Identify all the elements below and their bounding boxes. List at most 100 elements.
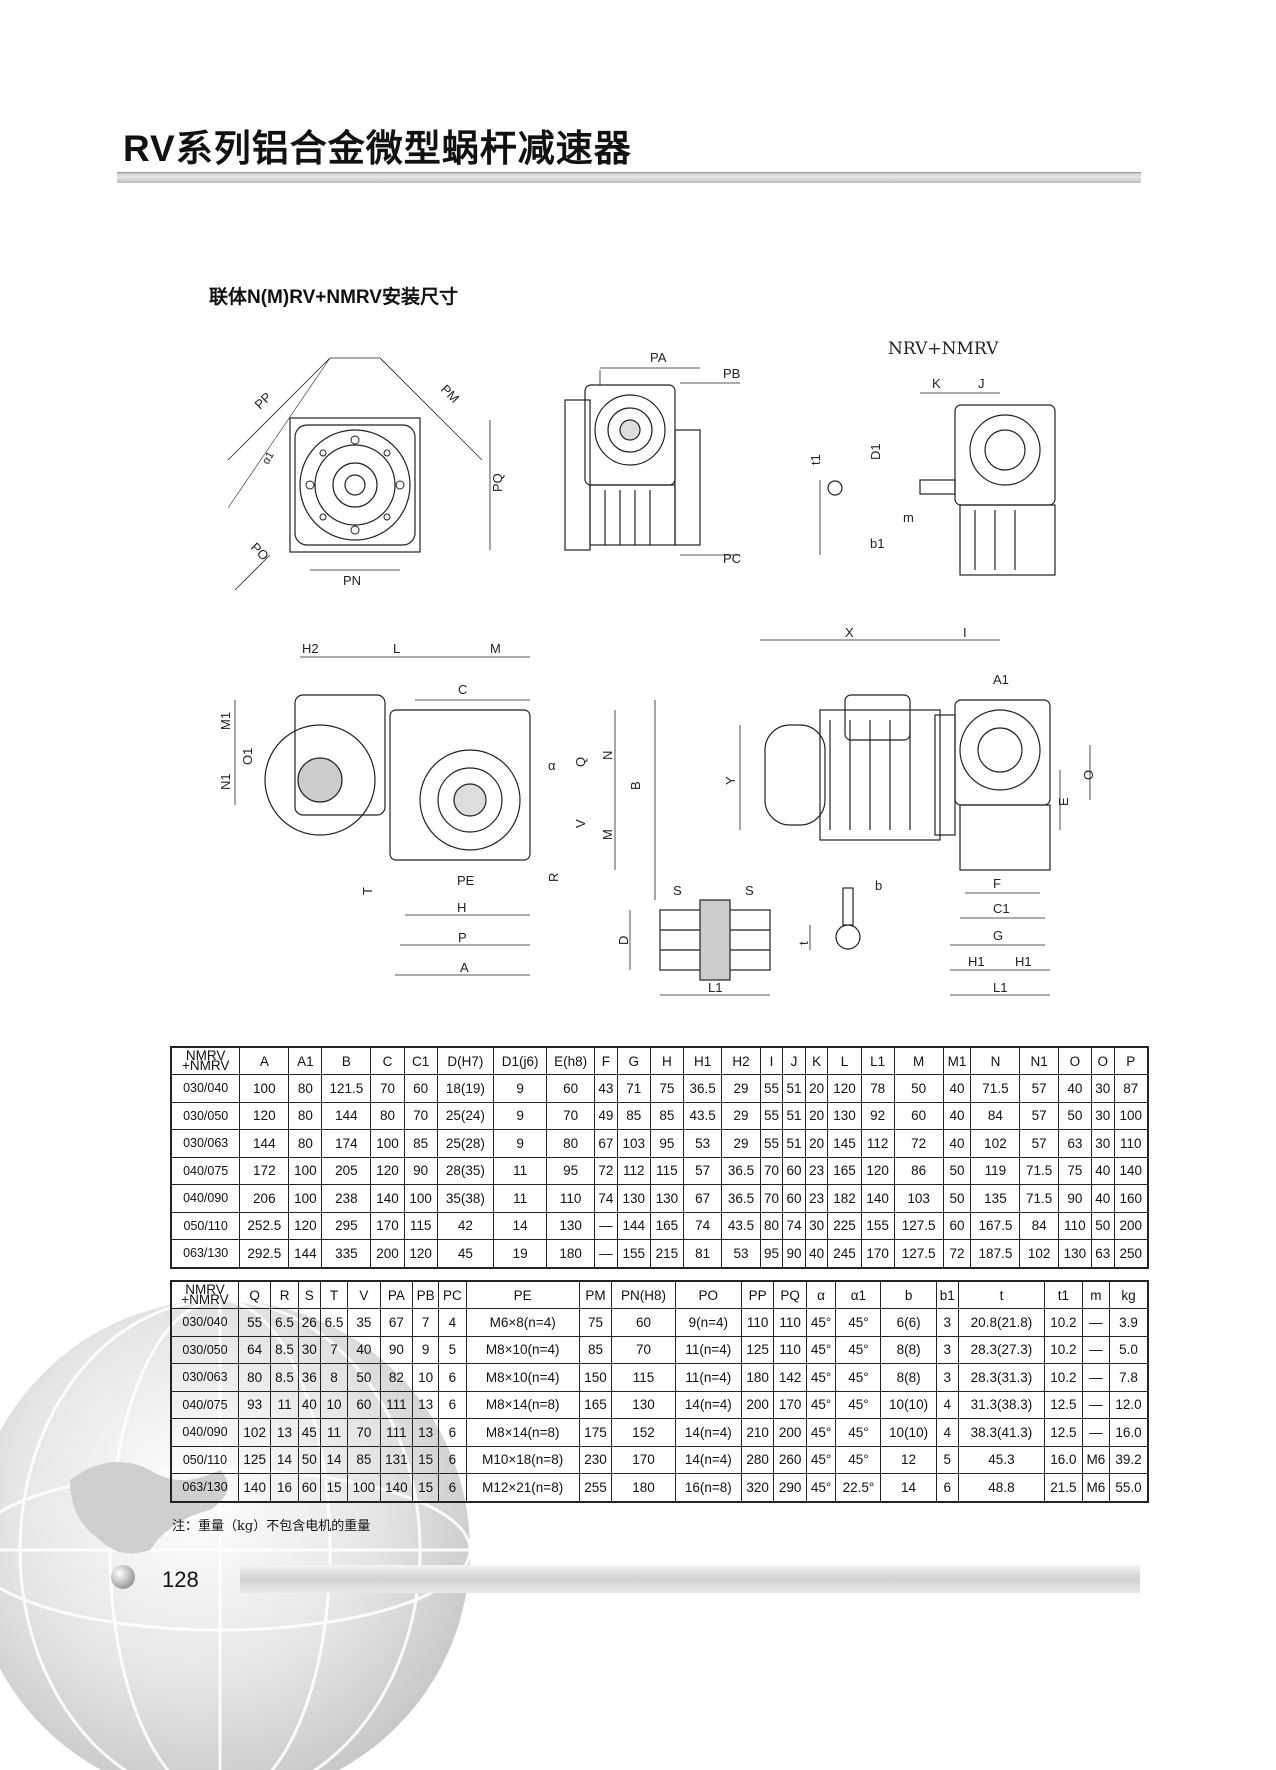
table-cell: 20.8(21.8) (957, 1308, 1046, 1337)
table-cell: 230 (578, 1445, 613, 1474)
label-b: b (875, 878, 882, 893)
table-cell: 174 (321, 1129, 372, 1158)
table-cell: 74 (782, 1211, 806, 1240)
table-cell: 45° (805, 1363, 837, 1392)
table-cell: 115 (649, 1156, 684, 1185)
section-subtitle: 联体N(M)RV+NMRV安装尺寸 (209, 287, 458, 308)
table-cell: 72 (942, 1239, 972, 1268)
table-cell: 280 (740, 1445, 775, 1474)
table-cell: 12.0 (1109, 1390, 1149, 1419)
table-cell: 200 (773, 1418, 807, 1447)
table-cell: 22.5° (835, 1473, 882, 1502)
table-cell: 42 (436, 1211, 495, 1240)
column-header: PM (578, 1280, 613, 1309)
table-cell: 13 (412, 1390, 440, 1419)
table-cell: 39.2 (1109, 1445, 1149, 1474)
table-cell: 172 (239, 1156, 290, 1185)
label-M: M (490, 641, 501, 656)
table-cell: 030/040 (170, 1074, 241, 1103)
table-cell: 120 (288, 1211, 323, 1240)
table-cell: 5.0 (1109, 1335, 1149, 1364)
table-cell: 6 (438, 1418, 467, 1447)
table-cell: 53 (721, 1239, 761, 1268)
column-header: V (347, 1280, 381, 1309)
table-cell: 6 (438, 1473, 467, 1502)
table-cell: 14(n=4) (674, 1418, 742, 1447)
table-cell: 040/090 (170, 1184, 241, 1213)
table-cell: 225 (827, 1211, 862, 1240)
table-cell: 121.5 (321, 1074, 372, 1103)
table-cell: 8(8) (880, 1335, 937, 1364)
table-cell: 050/110 (170, 1211, 241, 1240)
label-PC: PC (723, 551, 741, 566)
table-cell: 120 (370, 1156, 405, 1185)
table-cell: 252.5 (239, 1211, 290, 1240)
table-cell: 30 (297, 1335, 321, 1364)
table-cell: 38.3(41.3) (957, 1418, 1046, 1447)
technical-drawings: PP PM PQ PO PN α1 PA PB PC NRV+NMRV K J … (218, 339, 1096, 996)
column-header: α (805, 1280, 837, 1309)
table-cell: 20 (804, 1101, 829, 1130)
table-cell: 74 (682, 1211, 723, 1240)
table-cell: 51 (782, 1074, 806, 1103)
table-cell: 4 (935, 1418, 959, 1447)
table-cell: 155 (860, 1211, 895, 1240)
table-cell: 71 (616, 1074, 651, 1103)
label-m: m (903, 510, 914, 525)
table-cell: 6 (438, 1390, 467, 1419)
table-cell: 245 (827, 1239, 862, 1268)
table-cell: 50 (297, 1445, 321, 1474)
table-cell: M6 (1081, 1473, 1111, 1502)
table-cell: 255 (578, 1473, 613, 1502)
table-cell: 30 (804, 1211, 829, 1240)
table-cell: 112 (616, 1156, 651, 1185)
table-cell: 10.2 (1044, 1363, 1083, 1392)
table-cell: 144 (321, 1101, 372, 1130)
column-header: O (1090, 1046, 1115, 1075)
weight-note: 注：重量（kg）不包含电机的重量 (172, 1519, 371, 1534)
table-cell: 102 (970, 1129, 1021, 1158)
table-cell: 45.3 (957, 1445, 1046, 1474)
label-C1: C1 (993, 901, 1010, 916)
table-cell: 19 (493, 1239, 548, 1268)
table-cell: 120 (860, 1156, 895, 1185)
table-cell: 60 (347, 1390, 381, 1419)
table-cell: 72 (594, 1156, 618, 1185)
table-cell: 23 (804, 1184, 829, 1213)
label-PP: PP (252, 389, 275, 412)
table-cell: 75 (1057, 1156, 1092, 1185)
table-cell: 200 (1113, 1211, 1149, 1240)
table-cell: 80 (288, 1129, 323, 1158)
table-cell: 040/090 (170, 1418, 239, 1447)
label-V: V (573, 819, 588, 828)
table-cell: 295 (321, 1211, 372, 1240)
column-header: C1 (403, 1046, 438, 1075)
table-cell: 72 (893, 1129, 944, 1158)
table-cell: 71.5 (1019, 1156, 1059, 1185)
table-cell: 26 (297, 1308, 321, 1337)
table-cell: 25(28) (436, 1129, 495, 1158)
table-cell: 12.5 (1044, 1390, 1083, 1419)
table-cell: 135 (970, 1184, 1021, 1213)
page-title: RV系列铝合金微型蜗杆减速器 (123, 128, 632, 169)
table-cell: 40 (942, 1129, 972, 1158)
column-header: M1 (942, 1046, 972, 1075)
label-S1: S (673, 883, 682, 898)
table-cell: 85 (403, 1129, 438, 1158)
column-header: NMRV+NMRV (170, 1280, 239, 1309)
table-cell: 70 (370, 1074, 405, 1103)
table-cell: 120 (403, 1239, 438, 1268)
table-cell: 63 (1057, 1129, 1092, 1158)
side-view (564, 367, 740, 556)
table-cell: 100 (288, 1156, 323, 1185)
table-cell: 130 (546, 1211, 596, 1240)
table-cell: 50 (1090, 1211, 1115, 1240)
label-M1: M1 (218, 712, 233, 730)
table-cell: 112 (860, 1129, 895, 1158)
table-cell: 292.5 (239, 1239, 290, 1268)
